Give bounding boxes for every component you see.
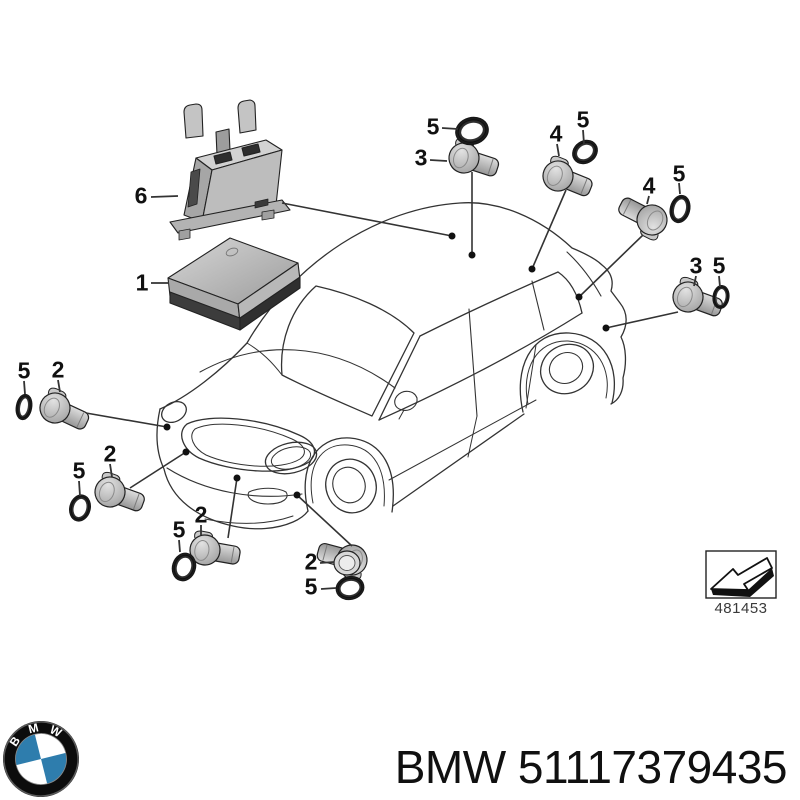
leader-dot: [602, 324, 610, 332]
leader-dot: [468, 251, 476, 259]
callout-pointer-line: [429, 159, 448, 162]
leader-dot: [528, 265, 536, 273]
callout-pointer-line: [646, 195, 650, 205]
brand-name: BMW: [394, 741, 506, 793]
part-leader-line: [578, 234, 644, 298]
callout-2: 2: [194, 501, 208, 528]
callout-pointer-line: [556, 143, 560, 157]
callout-5: 5: [172, 516, 186, 543]
callout-pointer-line: [693, 275, 697, 287]
ref-code: 481453: [714, 600, 768, 617]
part-2-sensor-bottom-right: [312, 535, 371, 582]
leader-dot: [448, 232, 456, 240]
part-number: 51117379435: [517, 741, 788, 793]
part-leader-line: [227, 477, 238, 539]
leader-dot: [163, 423, 171, 431]
part-leader-line: [281, 202, 453, 237]
callout-pointer-line: [109, 463, 113, 478]
ring-bottom-right: [335, 575, 365, 601]
callout-5: 5: [72, 457, 86, 484]
car-line-art: [156, 202, 627, 530]
ring-left-upper: [15, 393, 33, 421]
callout-pointer-line: [320, 587, 337, 590]
part-leader-line: [129, 451, 187, 489]
callout-pointer-line: [78, 480, 81, 497]
callout-6: 6: [134, 182, 148, 209]
ring-top-right: [572, 139, 598, 165]
callout-3: 3: [414, 144, 428, 171]
part-6-bracket: [169, 99, 291, 241]
callout-pointer-line: [23, 380, 26, 395]
leader-dot: [293, 491, 301, 499]
callout-pointer-line: [57, 379, 61, 393]
leader-dot: [233, 474, 241, 482]
ring-right-2: [712, 285, 730, 309]
footer-part-number: BMW 51117379435: [394, 740, 788, 794]
bmw-logo: B M W: [3, 720, 79, 797]
callout-5: 5: [712, 252, 726, 279]
leader-lines: [23, 127, 721, 590]
ring-top: [455, 116, 489, 146]
part-1-control-module: [167, 237, 301, 331]
callout-5: 5: [426, 113, 440, 140]
ring-left-lower: [69, 494, 91, 522]
callout-4: 4: [642, 172, 656, 199]
callout-pointer-line: [582, 129, 585, 145]
callout-pointer-line: [150, 195, 179, 198]
part-5-rings: [15, 116, 730, 601]
ref-box: [705, 550, 777, 599]
callout-5: 5: [672, 160, 686, 187]
callout-2: 2: [304, 548, 318, 575]
part-leader-line: [605, 311, 679, 329]
ring-bottom-left: [171, 552, 197, 582]
callout-3: 3: [689, 252, 703, 279]
ring-right-1: [669, 194, 691, 224]
callout-5: 5: [17, 357, 31, 384]
callout-pointer-line: [718, 275, 721, 288]
part-2-sensor-front-lower: [90, 469, 150, 519]
callout-pointer-line: [678, 182, 681, 195]
callout-2: 2: [51, 356, 65, 383]
callout-1: 1: [135, 269, 149, 296]
callout-pointer-line: [319, 561, 335, 564]
part-leader-line: [531, 189, 567, 270]
leader-dot: [575, 293, 583, 301]
leader-dot: [182, 448, 190, 456]
callout-2: 2: [103, 440, 117, 467]
callout-pointer-line: [178, 539, 181, 553]
callout-5: 5: [576, 106, 590, 133]
part-leader-line: [85, 412, 168, 428]
logo-letter-m: M: [27, 720, 40, 736]
part-leader-line: [296, 494, 353, 547]
part-2-sensor-front-upper: [34, 384, 95, 437]
callout-pointer-line: [441, 127, 459, 130]
callout-4: 4: [549, 120, 563, 147]
part-3-sensor-right: [668, 274, 728, 324]
callout-5: 5: [304, 573, 318, 600]
sheet-arrow-icon: [710, 557, 774, 597]
